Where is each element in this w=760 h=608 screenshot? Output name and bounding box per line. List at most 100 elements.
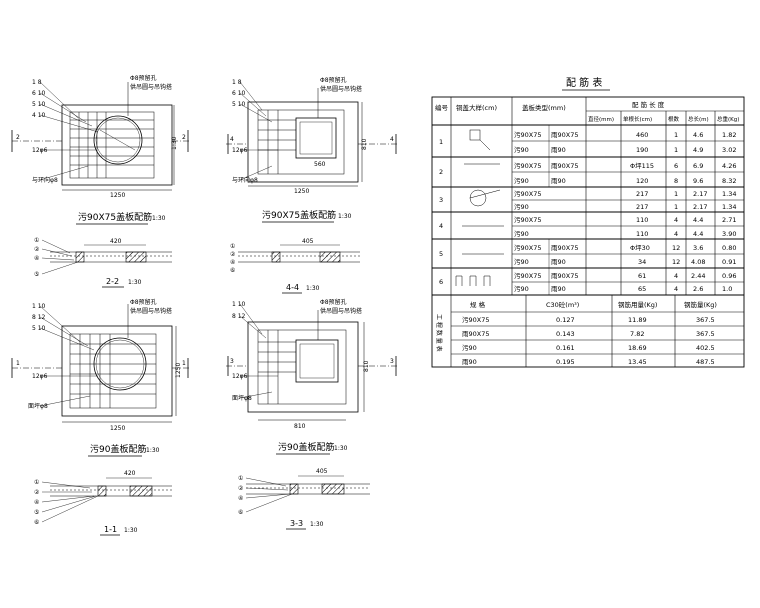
section-4-4 [238,244,360,263]
row-d: 217 [636,203,648,211]
callout-1: 1 10 [232,301,246,308]
section-1-1-labels: ① ② ④ ⑤ ⑥ 420 1-1 1:30 [34,470,138,534]
height-dim: 1:30 [171,136,178,150]
section-tag-left: 2 [16,134,20,141]
callout-1: 1 8 [232,79,242,86]
header-sub-4: 总长(m) [688,115,709,123]
section-tag-right: 2 [182,134,186,141]
table-grid [431,96,745,368]
hole-note-2: 供吊圆与吊钩搭 [130,83,172,91]
ref-3: ④ [238,495,243,502]
qty-spec: 雨90X75 [462,330,490,338]
hole-note-1: Φ8预留孔 [130,74,157,82]
callout-5: 面坪φ8 [28,402,48,410]
row-tw: 8.32 [722,177,736,185]
section-1-1 [41,477,172,523]
hole-note-2: 供吊圆与吊钩搭 [130,307,172,315]
row-tl: 3.6 [693,244,703,252]
callout-2: 8 12 [32,314,46,321]
ref-4: ⑥ [230,267,235,274]
hole-note-1: Φ8预留孔 [130,298,157,306]
section-tag-right: 4 [390,136,394,143]
row-no: 2 [439,168,443,176]
section-dim: 405 [302,238,314,245]
row-d: 34 [638,258,646,266]
section-2-2 [41,239,172,275]
row-d: 61 [638,272,646,280]
row-tl: 2.17 [693,190,707,198]
row-tl: 2.17 [693,203,707,211]
callout-5: 12φ6 [32,147,48,154]
row-spec-a: 污90 [514,203,529,211]
height-dim: 810 [361,138,368,150]
row-tw: 1.0 [722,285,732,293]
ref-2: ② [238,485,244,492]
row-spec-a: 污90X75 [514,162,542,170]
header-sub-5: 总重(Kg) [717,115,739,123]
section-scale: 1:30 [124,527,138,534]
row-tw: 3.02 [722,146,736,154]
qty-side-label: 工 程 数 量 表 [435,314,443,352]
row-no: 4 [439,222,443,230]
callout-4: 12φ6 [32,373,48,380]
plan-top-right [226,81,398,187]
row-tl: 4.6 [693,131,703,139]
row-d: Φ坪115 [630,162,654,170]
plan-scale: 1:30 [152,215,166,222]
row-tw: 1.82 [722,131,736,139]
row-spec-a: 污90 [514,146,529,154]
plan-bottom-right [226,303,398,421]
row-tw: 0.96 [722,272,736,280]
row-spec-a: 污90X75 [514,244,542,252]
header-spec: 盖板类型(mm) [522,103,566,112]
plan-title: 污90盖板配筋 [278,441,334,453]
header-sub-1: 直径(mm) [588,115,614,123]
qty-c30: 0.127 [556,316,575,324]
section-tag-right: 1 [182,360,186,367]
row-spec-b: 雨90X75 [551,162,579,170]
qty-steel: 11.89 [628,316,647,324]
row-no: 6 [439,278,443,286]
row-no: 5 [439,250,443,258]
plan-scale: 1:30 [338,213,352,220]
section-tag-left: 3 [230,358,234,365]
row-tw: 1.34 [722,203,736,211]
callout-2: 6 10 [232,90,246,97]
plan-bottom-left-labels: 1 10 8 12 5 10 12φ6 面坪φ8 Φ8预留孔 供吊圆与吊钩搭 1… [16,298,186,455]
row-spec-b: 雨90 [551,177,566,185]
section-dim: 420 [110,238,122,245]
ref-3: ④ [34,499,39,506]
height-dim: 1250 [175,363,182,378]
section-scale: 1:30 [310,521,324,528]
width-dim: 1250 [294,188,309,195]
callout-6: 与环向φ8 [32,176,58,184]
row-spec-a: 污90X75 [514,131,542,139]
plan-top-left-labels: 1 8 6 10 5 10 4 10 12φ6 与环向φ8 Φ8预留孔 供吊圆与… [16,74,186,223]
width-dim: 1250 [110,425,125,432]
row-d: 65 [638,285,646,293]
row-d: 190 [636,146,648,154]
row-tw: 0.80 [722,244,736,252]
plan-title: 污90盖板配筋 [90,443,146,455]
qty-c30: 0.143 [556,330,575,338]
section-label: 4-4 [286,283,299,292]
row-n: 4 [674,230,678,238]
plan-title: 污90X75盖板配筋 [78,211,152,223]
row-spec-a: 污90X75 [514,190,542,198]
hole-note-1: Φ8预留孔 [320,298,347,306]
width-dim: 810 [294,423,306,430]
section-3-3 [245,475,370,513]
row-spec-a: 污90 [514,285,529,293]
row-spec-b: 雨90 [551,258,566,266]
row-tl: 6.9 [693,162,703,170]
ref-5: ⑥ [34,519,39,526]
table-rows: 1 污90X75 雨90X75 460 1 4.6 1.82 污90 雨90 1… [439,131,736,293]
row-tw: 3.90 [722,230,736,238]
callout-3: 12φ6 [232,373,248,380]
ref-1: ① [34,237,39,244]
callout-2: 6 10 [32,90,46,97]
inner-dim: 560 [314,161,326,168]
row-tw: 2.71 [722,216,736,224]
qty-spec: 污90X75 [462,316,490,324]
row-n: 1 [674,190,678,198]
